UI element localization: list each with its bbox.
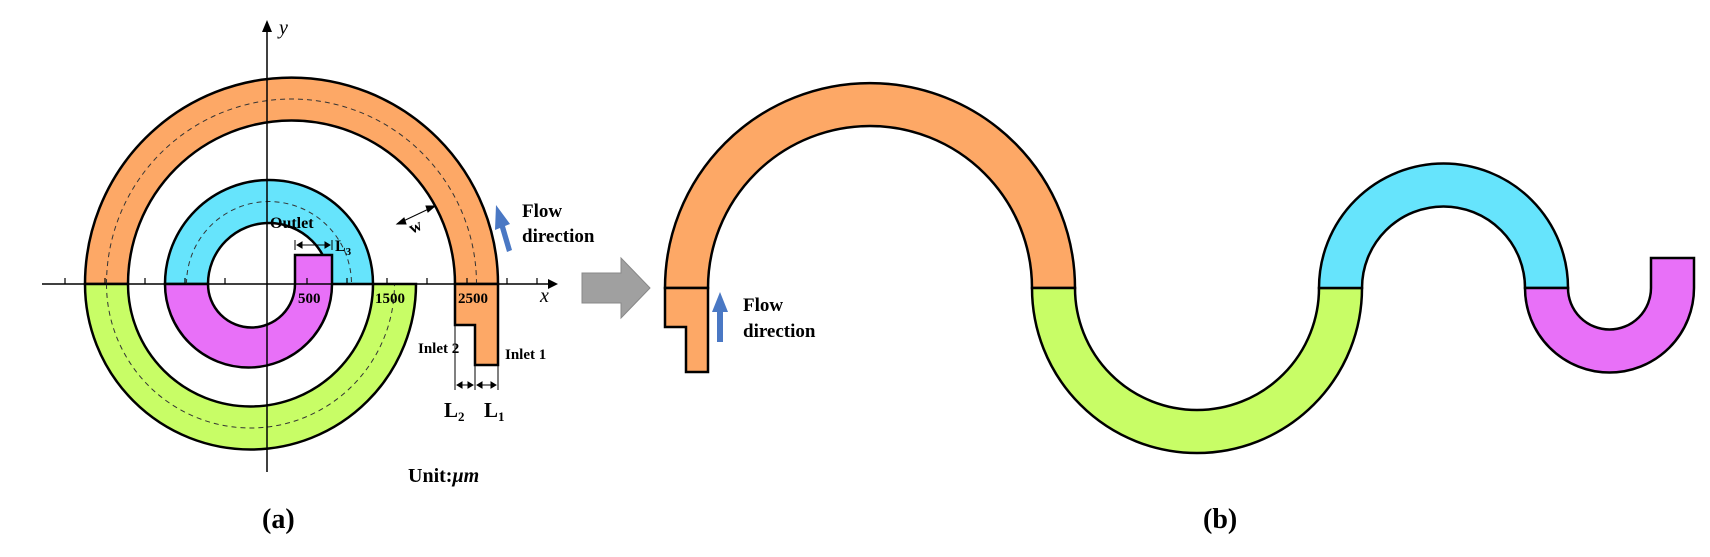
flow-arrow-icon bbox=[712, 292, 728, 342]
width-dimension bbox=[395, 205, 437, 225]
tick-label-500: 500 bbox=[298, 291, 321, 307]
magenta-semicircle bbox=[1523, 256, 1696, 374]
transform-arrow-icon bbox=[581, 256, 651, 320]
x-axis-arrowhead bbox=[548, 279, 558, 289]
cyan-segment bbox=[163, 178, 375, 286]
panel-a-caption: (a) bbox=[262, 504, 295, 535]
tick-label-2500: 2500 bbox=[458, 291, 488, 307]
y-axis-arrowhead bbox=[262, 20, 272, 32]
centerline-orange bbox=[106, 98, 477, 285]
orange-segment bbox=[83, 76, 500, 286]
l3-dimension bbox=[294, 240, 333, 250]
green-semicircle bbox=[1030, 286, 1364, 455]
l3-label: L3 bbox=[335, 238, 352, 258]
panel-a: y x 500 1500 2500 Outlet L3 w Flow direc… bbox=[42, 17, 595, 535]
width-label: w bbox=[406, 215, 426, 238]
magenta-segment bbox=[163, 253, 334, 369]
x-axis-ticks bbox=[64, 278, 538, 284]
outlet-label: Outlet bbox=[270, 215, 314, 232]
cyan-semicircle bbox=[1317, 162, 1570, 290]
inlet2-label: Inlet 2 bbox=[418, 341, 459, 357]
flow-direction-label-line1: Flow bbox=[522, 201, 562, 222]
centerline-cyan bbox=[186, 201, 352, 285]
flow-direction-label-line2: direction bbox=[743, 321, 816, 342]
inlet-width-dimensions bbox=[454, 325, 499, 390]
x-axis-label: x bbox=[539, 285, 549, 307]
panel-b: Flow direction (b) bbox=[663, 81, 1696, 535]
orange-semicircle bbox=[663, 81, 1077, 290]
flow-direction-label-line1: Flow bbox=[743, 295, 783, 316]
centerline-green bbox=[106, 283, 395, 429]
flow-direction-label-line2: direction bbox=[522, 226, 595, 247]
panel-b-caption: (b) bbox=[1203, 504, 1237, 535]
flow-arrow-icon bbox=[495, 205, 512, 252]
y-axis-label: y bbox=[277, 17, 288, 39]
green-segment bbox=[83, 282, 418, 451]
orange-inlet-stub bbox=[663, 286, 710, 374]
tick-label-1500: 1500 bbox=[375, 291, 405, 307]
l1-label: L1 bbox=[484, 398, 505, 424]
inlet1-label: Inlet 1 bbox=[505, 347, 546, 363]
unit-label: Unit:μm bbox=[408, 465, 479, 487]
l2-label: L2 bbox=[444, 398, 465, 424]
